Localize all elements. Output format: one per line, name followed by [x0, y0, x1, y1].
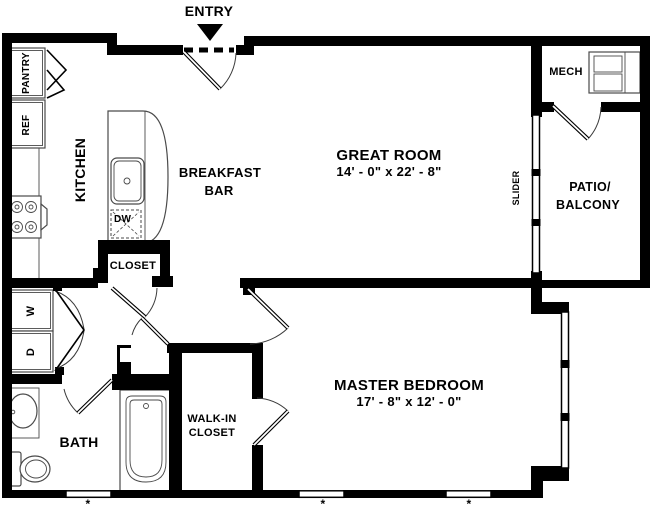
- pantry-bifold-door: [46, 49, 68, 99]
- master-bedroom-dimensions: 17' - 8" x 12' - 0": [356, 394, 461, 409]
- bath-sink-icon: [8, 393, 38, 429]
- window-marker-2: *: [321, 497, 326, 509]
- walk-in-closet-label-line1: WALK-IN: [187, 413, 236, 425]
- dryer-box: [7, 330, 54, 373]
- walk-in-closet-door: [252, 397, 290, 447]
- kitchen-label: KITCHEN: [72, 138, 88, 202]
- patio-door: [551, 104, 602, 141]
- mech-fixtures: [588, 51, 641, 94]
- kitchen-sink-icon: [110, 157, 145, 205]
- bath-window: [65, 490, 112, 499]
- breakfast-bar-label-line2: BAR: [204, 183, 233, 198]
- pantry-label: PANTRY: [21, 52, 32, 94]
- master-bedroom-door: [246, 287, 290, 345]
- doors: [46, 47, 602, 447]
- breakfast-bar-island: [107, 110, 169, 244]
- hall-nook-door: [131, 316, 170, 346]
- windows: [65, 114, 570, 499]
- water-heater-icon: [588, 51, 641, 94]
- refrigerator-box: [7, 99, 46, 149]
- laundry-fixtures: [7, 289, 54, 373]
- patio-label-line2: BALCONY: [556, 198, 620, 212]
- bedroom-window-south-2: [445, 490, 492, 499]
- linen-niche: [120, 348, 131, 362]
- dryer-label: D: [25, 348, 37, 356]
- bath-label: BATH: [59, 434, 98, 450]
- window-marker-1: *: [86, 497, 91, 509]
- entry-arrow-icon: [197, 24, 223, 41]
- hall-closet-door: [110, 286, 158, 319]
- hall-closet-label: CLOSET: [110, 260, 156, 272]
- kitchen-fixtures: [7, 47, 169, 278]
- bathtub-icon: [119, 389, 173, 493]
- window-marker-3: *: [467, 497, 472, 509]
- breakfast-bar-label-line1: BREAKFAST: [179, 165, 261, 180]
- laundry-bifold-door: [54, 288, 85, 372]
- walls: [2, 33, 650, 498]
- patio-label-line1: PATIO/: [569, 180, 611, 194]
- labels: ENTRY GREAT ROOM 14' - 0" x 22' - 8" MAS…: [21, 3, 620, 509]
- toilet-icon: [7, 451, 51, 487]
- master-bedroom-label: MASTER BEDROOM: [334, 377, 484, 394]
- refrigerator-label: REF: [21, 115, 32, 136]
- dishwasher-label: DW: [114, 214, 132, 225]
- great-room-label: GREAT ROOM: [336, 147, 441, 164]
- dishwasher-icon: [110, 209, 142, 239]
- entry-label: ENTRY: [185, 3, 234, 19]
- walk-in-closet-label-line2: CLOSET: [189, 427, 235, 439]
- bath-door: [63, 378, 114, 415]
- bedroom-window-east: [560, 311, 570, 469]
- slider-label: SLIDER: [511, 170, 521, 205]
- mech-label: MECH: [549, 66, 583, 78]
- bedroom-window-south-1: [298, 490, 345, 499]
- slider-door: [531, 114, 541, 274]
- washer-box: [7, 289, 54, 332]
- stove-icon: [7, 195, 48, 239]
- washer-label: W: [25, 305, 37, 316]
- great-room-dimensions: 14' - 0" x 22' - 8": [336, 164, 441, 179]
- entry-door: [182, 50, 237, 91]
